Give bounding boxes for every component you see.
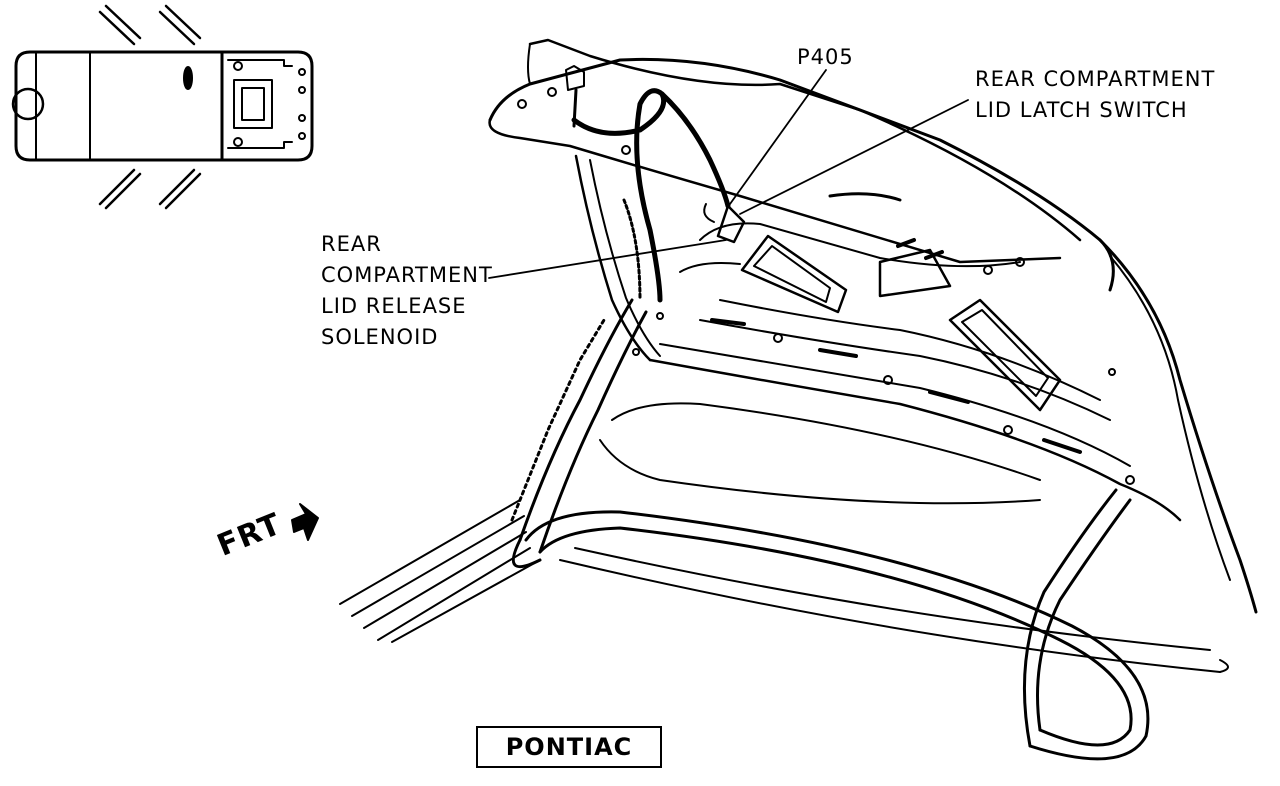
vehicle-body-outline (339, 298, 1229, 761)
brand-label: PONTIAC (505, 733, 633, 761)
latch-switch-label: REAR COMPARTMENT LID LATCH SWITCH (975, 64, 1215, 126)
release-solenoid-label: REAR COMPARTMENT LID RELEASE SOLENOID (321, 229, 493, 353)
connector-p405-label: P405 (797, 45, 854, 69)
latch-switch-label-line: REAR COMPARTMENT (975, 67, 1216, 91)
latch-switch-label-line: LID LATCH SWITCH (975, 98, 1188, 122)
vehicle-locator-icon (11, 4, 314, 210)
release-solenoid-label-line: COMPARTMENT (321, 263, 493, 287)
brand-label-box: PONTIAC (476, 726, 662, 768)
front-direction-arrow-icon (291, 503, 319, 541)
release-solenoid-label-line: REAR (321, 232, 382, 256)
callout-leaders (488, 69, 969, 279)
wiring-harness (565, 65, 746, 303)
release-solenoid-label-line: LID RELEASE (321, 294, 467, 318)
release-solenoid-label-line: SOLENOID (321, 325, 439, 349)
trunk-lid (488, 38, 1258, 614)
